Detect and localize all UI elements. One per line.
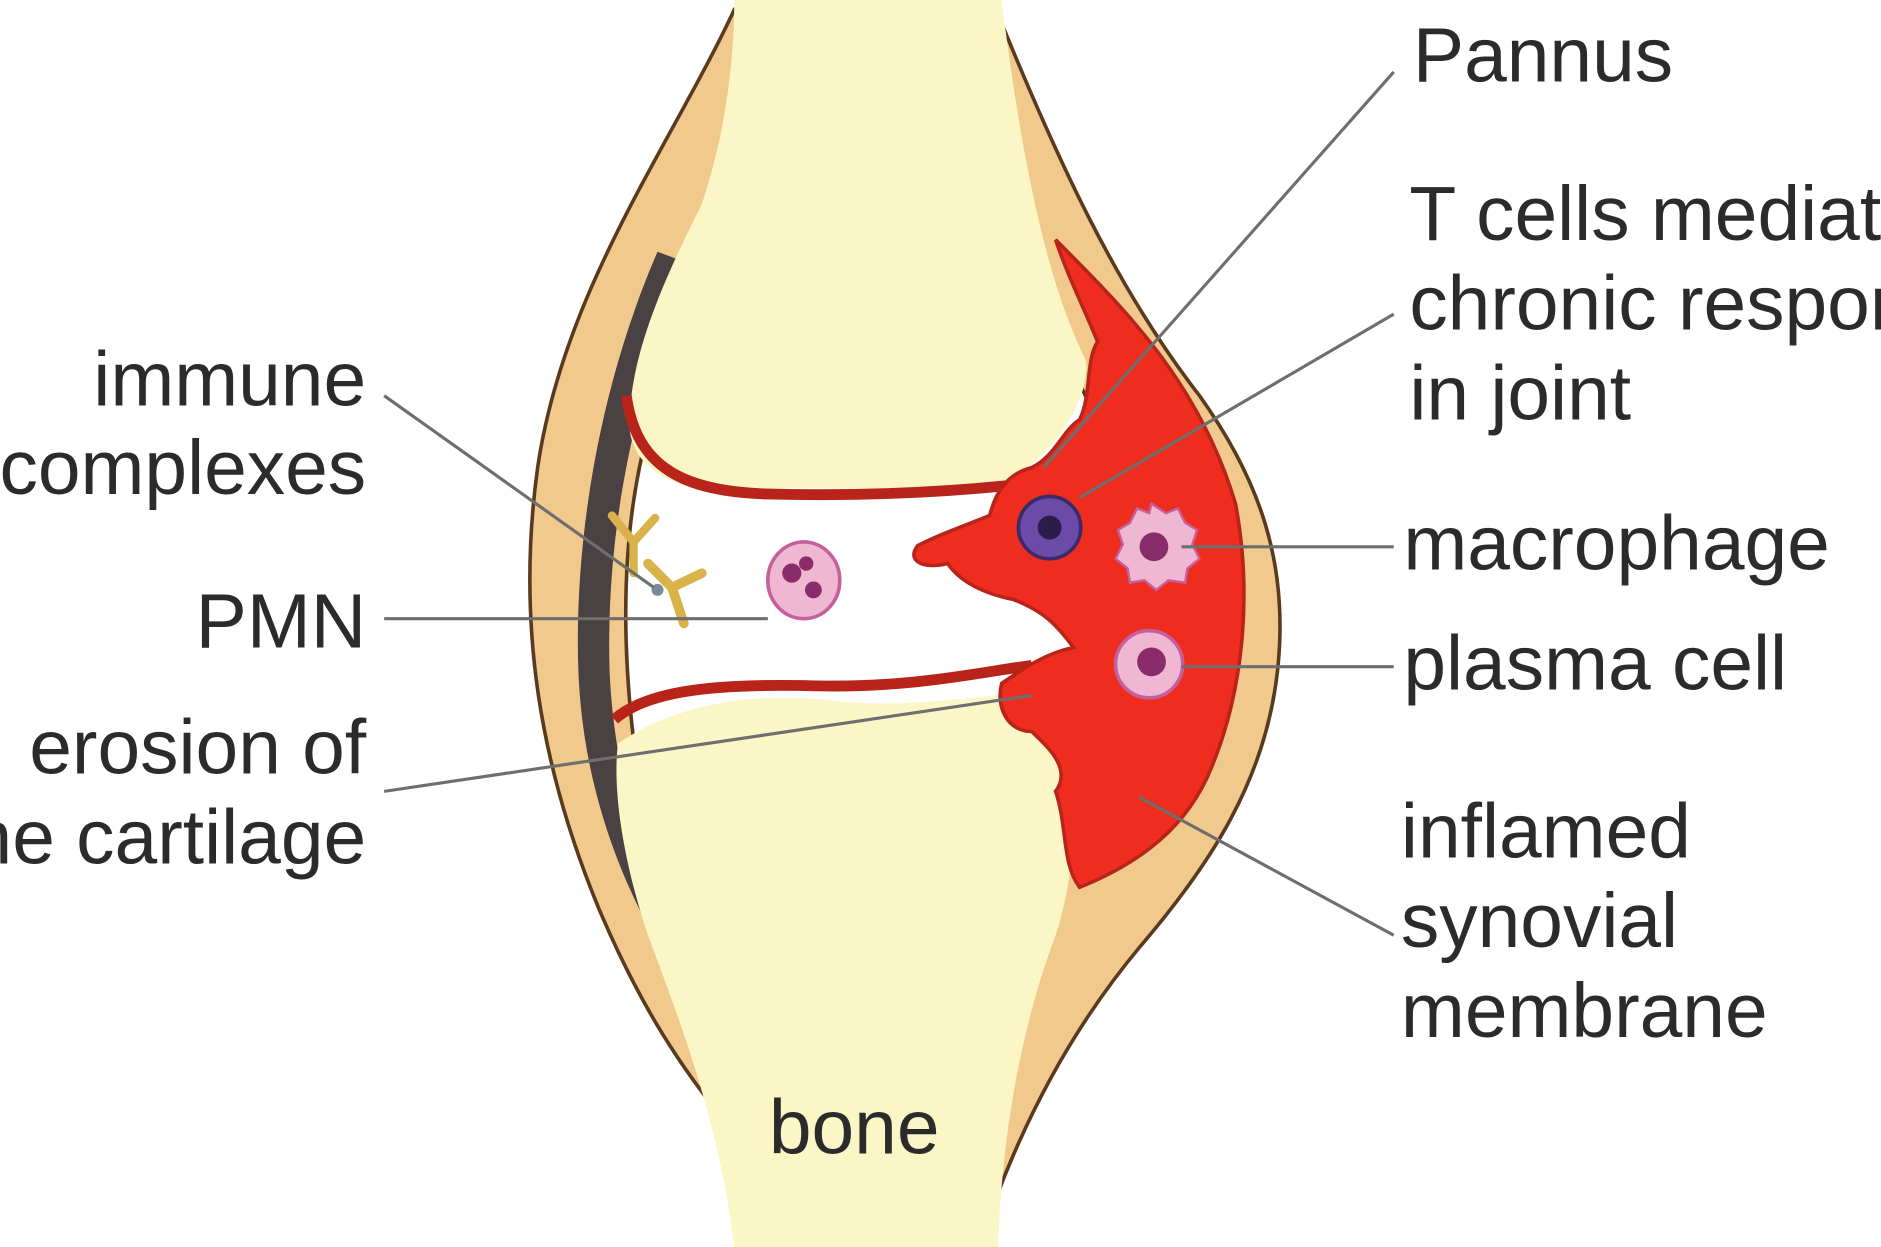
immune-complexes xyxy=(607,511,707,629)
immune-complexes-leader xyxy=(383,394,655,589)
t-cells-leader xyxy=(1078,312,1395,499)
lower-cartilage xyxy=(610,660,1033,724)
label-t-cells-line2: chronic response xyxy=(1409,262,1881,347)
label-erosion-line2: the cartilage xyxy=(0,795,366,880)
synovium-leader xyxy=(1138,795,1395,937)
label-immune-line1: immune xyxy=(93,337,366,422)
upper-bone xyxy=(629,0,1087,492)
plasma-cell xyxy=(1113,628,1185,700)
pmn-cell xyxy=(766,540,842,621)
label-erosion-line1: erosion of xyxy=(29,705,367,790)
upper-cartilage xyxy=(621,394,1009,501)
label-plasma-cell: plasma cell xyxy=(1403,621,1787,706)
label-inflamed-line2: synovial xyxy=(1401,879,1678,964)
fibrous-layer-left xyxy=(577,251,690,996)
lower-bone xyxy=(616,694,1074,1247)
label-t-cells-line1: T cells mediating xyxy=(1409,172,1881,257)
label-pannus: Pannus xyxy=(1413,14,1673,99)
label-t-cells-line3: in joint xyxy=(1409,352,1631,437)
label-macrophage: macrophage xyxy=(1403,502,1830,587)
label-pmn: PMN xyxy=(196,579,366,664)
label-immune-line2: complexes xyxy=(0,426,366,511)
erosion-leader xyxy=(383,693,1032,793)
inflamed-synovium xyxy=(912,238,1246,890)
macrophage-cell xyxy=(1114,501,1201,592)
label-inflamed-line3: membrane xyxy=(1401,969,1768,1054)
label-inflamed-line1: inflamed xyxy=(1401,789,1691,874)
label-bone: bone xyxy=(769,1085,940,1170)
t-cell xyxy=(1016,494,1083,561)
pannus-leader xyxy=(1042,70,1395,469)
